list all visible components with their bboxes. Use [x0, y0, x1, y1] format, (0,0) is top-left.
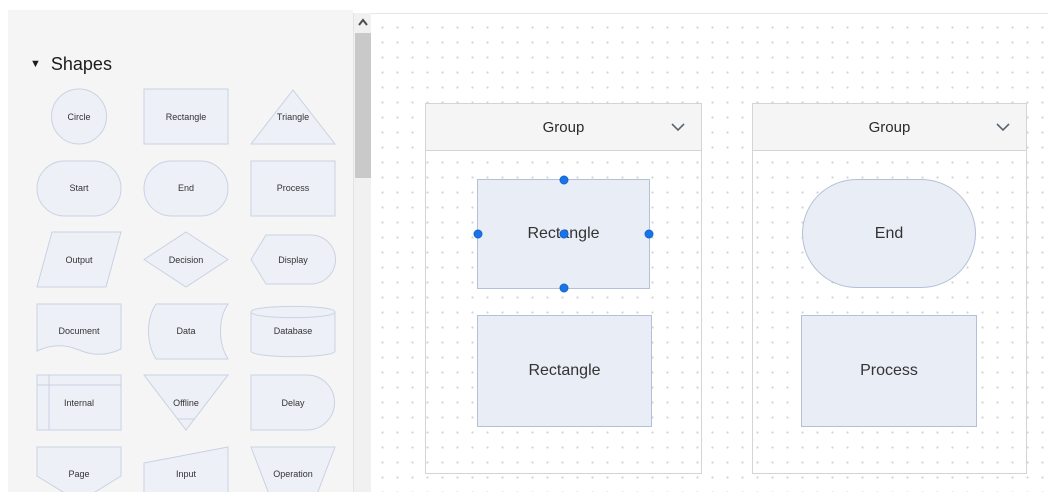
data-shape-icon — [148, 303, 229, 359]
shape-item-label: Offline — [173, 397, 199, 408]
shape-item-start[interactable]: Start — [36, 160, 122, 217]
delay-shape-icon — [250, 374, 335, 431]
shape-item-process[interactable]: Process — [250, 160, 336, 217]
shapes-sidebar: ▼ Shapes Circle Rectangle Triangle — [8, 10, 353, 492]
page-connector-shape-icon — [36, 446, 122, 492]
shape-item-end[interactable]: End — [143, 160, 229, 217]
shapes-panel-header[interactable]: ▼ Shapes — [30, 54, 112, 75]
connection-handle-right[interactable] — [644, 229, 654, 239]
shape-item-rectangle[interactable]: Rectangle — [143, 88, 229, 145]
shape-item-label: Database — [273, 326, 313, 336]
shape-item-output[interactable]: Output — [36, 231, 122, 288]
shape-item-label: Start — [69, 183, 89, 193]
chevron-down-icon[interactable] — [996, 123, 1010, 131]
node-rectangle-selected[interactable]: Rectangle — [473, 175, 654, 293]
shape-item-label: Delay — [281, 397, 305, 408]
group-container-1[interactable]: Group Rectangle Rectangle — [425, 103, 702, 474]
connection-handle-center[interactable] — [559, 229, 568, 239]
display-shape-icon — [250, 234, 336, 285]
group-container-2[interactable]: Group End Process — [752, 103, 1027, 474]
chevron-down-icon[interactable] — [671, 123, 685, 131]
shape-item-triangle[interactable]: Triangle — [250, 88, 336, 145]
manual-operation-shape-icon — [250, 446, 336, 492]
scrollbar-thumb[interactable] — [355, 33, 371, 178]
start-shape-icon — [36, 160, 122, 216]
node-end[interactable]: End — [802, 179, 976, 288]
shape-item-label: Display — [278, 254, 308, 265]
end-shape-icon — [143, 160, 229, 216]
process-shape-icon — [250, 160, 336, 216]
diagram-canvas[interactable]: Group Rectangle Rectangle — [371, 13, 1048, 492]
shape-item-label: Data — [176, 326, 196, 336]
shape-item-page[interactable]: Page — [36, 446, 122, 492]
sidebar-scrollbar[interactable] — [353, 13, 372, 492]
database-shape-icon — [250, 305, 336, 357]
shape-item-offline[interactable]: Offline — [143, 374, 229, 431]
shape-item-label: Decision — [168, 254, 204, 265]
shape-palette: Circle Rectangle Triangle Start — [36, 88, 336, 492]
internal-storage-shape-icon — [36, 374, 122, 431]
connection-handle-bottom[interactable] — [559, 283, 568, 293]
group-title: Group — [542, 118, 585, 136]
shape-item-display[interactable]: Display — [250, 231, 336, 288]
shape-item-input[interactable]: Input — [143, 445, 229, 492]
shape-item-label: Input — [175, 469, 197, 479]
shape-item-label: Process — [276, 183, 310, 193]
shape-item-decision[interactable]: Decision — [143, 231, 229, 288]
scroll-up-button[interactable] — [354, 13, 372, 33]
node-process[interactable]: Process — [801, 315, 977, 427]
group-header[interactable]: Group — [426, 104, 701, 151]
chevron-up-icon — [358, 18, 368, 26]
shape-item-data[interactable]: Data — [143, 303, 229, 360]
group-header[interactable]: Group — [753, 104, 1026, 151]
shape-item-label: Triangle — [276, 111, 310, 122]
rectangle-shape-icon — [143, 88, 229, 145]
shape-item-label: Internal — [63, 397, 95, 408]
decision-shape-icon — [143, 231, 229, 288]
manual-input-shape-icon — [143, 445, 229, 492]
shapes-panel-title: Shapes — [50, 54, 112, 74]
connection-handle-top[interactable] — [559, 175, 568, 185]
shape-item-database[interactable]: Database — [250, 303, 336, 360]
output-shape-icon — [36, 231, 122, 288]
offline-storage-shape-icon — [143, 374, 229, 431]
shape-item-delay[interactable]: Delay — [250, 374, 336, 431]
shape-item-label: Output — [65, 254, 93, 265]
shape-item-document[interactable]: Document — [36, 303, 122, 360]
shape-item-label: Page — [68, 469, 90, 479]
shape-item-operation[interactable]: Operation — [250, 446, 336, 492]
shape-item-label: Operation — [273, 469, 313, 479]
group-title: Group — [868, 118, 911, 136]
document-shape-icon — [36, 303, 122, 355]
node-rectangle[interactable]: Rectangle — [477, 315, 652, 427]
collapse-triangle-icon[interactable]: ▼ — [30, 58, 41, 70]
shape-item-circle[interactable]: Circle — [36, 88, 122, 145]
shape-item-label: Rectangle — [165, 111, 207, 122]
shape-item-label: End — [177, 183, 194, 193]
shape-item-label: Document — [58, 326, 100, 336]
circle-shape-icon — [51, 88, 107, 145]
shape-item-label: Circle — [67, 111, 91, 122]
node-label: Rectangle — [528, 362, 601, 379]
triangle-shape-icon — [250, 89, 336, 145]
node-label: End — [874, 224, 904, 242]
connection-handle-left[interactable] — [473, 229, 483, 239]
shape-item-internal[interactable]: Internal — [36, 374, 122, 431]
node-label: Process — [860, 362, 918, 379]
